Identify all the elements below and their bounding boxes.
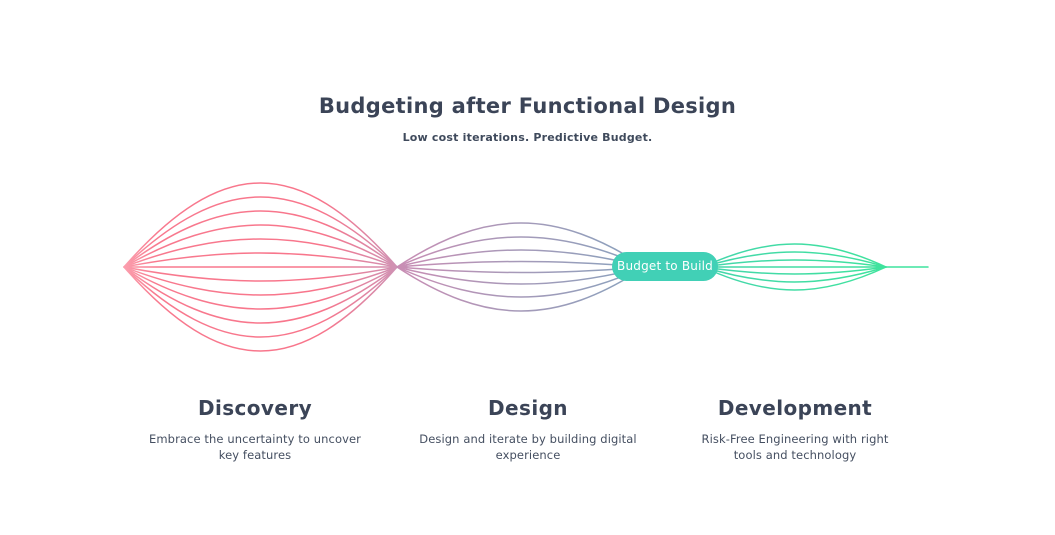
phase-discovery-title: Discovery — [197, 396, 313, 420]
phase-development: Development Risk-Free Engineering with r… — [675, 396, 915, 463]
phase-design-description: Design and iterate by building digital e… — [419, 432, 637, 462]
phase-design: Design Design and iterate by building di… — [408, 396, 648, 463]
phase-discovery: Discovery Embrace the uncertainty to unc… — [135, 396, 375, 463]
phase-development-description: Risk-Free Engineering with right tools a… — [701, 432, 889, 462]
lens-discovery — [123, 182, 398, 352]
diagram-header: Budgeting after Functional Design Low co… — [0, 94, 1055, 144]
phase-design-title: Design — [488, 396, 568, 420]
phase-development-title: Development — [717, 396, 873, 420]
lens-design — [396, 222, 646, 312]
budget-to-build-button[interactable]: Budget to Build — [612, 252, 718, 281]
phase-discovery-description: Embrace the uncertainty to uncover key f… — [149, 432, 361, 462]
lens-development — [702, 243, 887, 291]
page-subtitle: Low cost iterations. Predictive Budget. — [402, 131, 653, 144]
page-title: Budgeting after Functional Design — [318, 94, 737, 118]
